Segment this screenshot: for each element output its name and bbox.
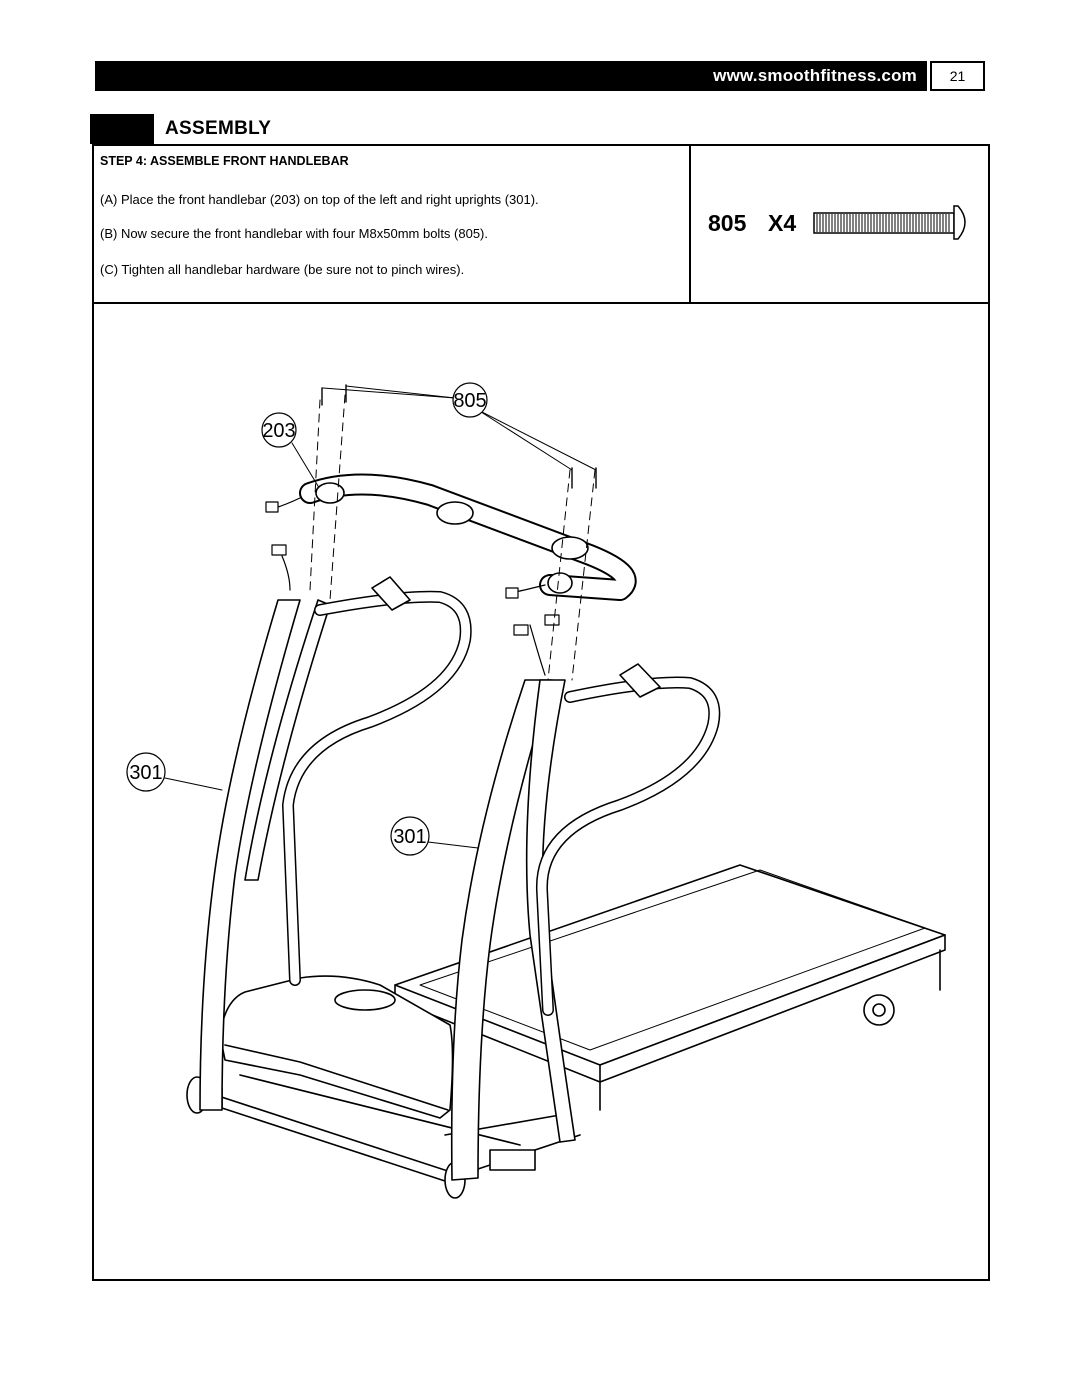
site-url[interactable]: www.smoothfitness.com <box>713 66 917 85</box>
callout-handlebar-203: 203 <box>262 420 295 442</box>
treadmill-deck <box>394 864 946 1111</box>
rear-wheel <box>863 994 895 1026</box>
instruction-a: (A) Place the front handlebar (203) on t… <box>100 192 539 207</box>
page-number: 21 <box>930 61 985 91</box>
left-upright <box>199 599 331 1111</box>
hardware-part-number: 805 <box>708 210 747 236</box>
bolt-icon <box>813 205 966 240</box>
panel-divider <box>689 144 691 304</box>
handlebar-bolts <box>321 384 597 489</box>
callout-bolts-805: 805 <box>453 390 486 412</box>
hardware-quantity: X4 <box>768 210 797 236</box>
section-title: ASSEMBLY <box>165 118 272 139</box>
instruction-c: (C) Tighten all handlebar hardware (be s… <box>100 262 465 277</box>
wire-harness <box>265 497 560 676</box>
motor-hood <box>219 975 454 1119</box>
header-bar: www.smoothfitness.com <box>95 61 927 91</box>
front-handlebar <box>299 473 637 601</box>
diagram-panel <box>92 302 990 1281</box>
callout-leaders <box>164 385 597 849</box>
instruction-b: (B) Now secure the front handlebar with … <box>100 226 489 241</box>
callout-left-upright-301: 301 <box>129 762 162 784</box>
callout-right-upright-301: 301 <box>393 826 426 848</box>
section-marker <box>90 114 154 144</box>
step-title: STEP 4: ASSEMBLE FRONT HANDLEBAR <box>100 154 349 168</box>
